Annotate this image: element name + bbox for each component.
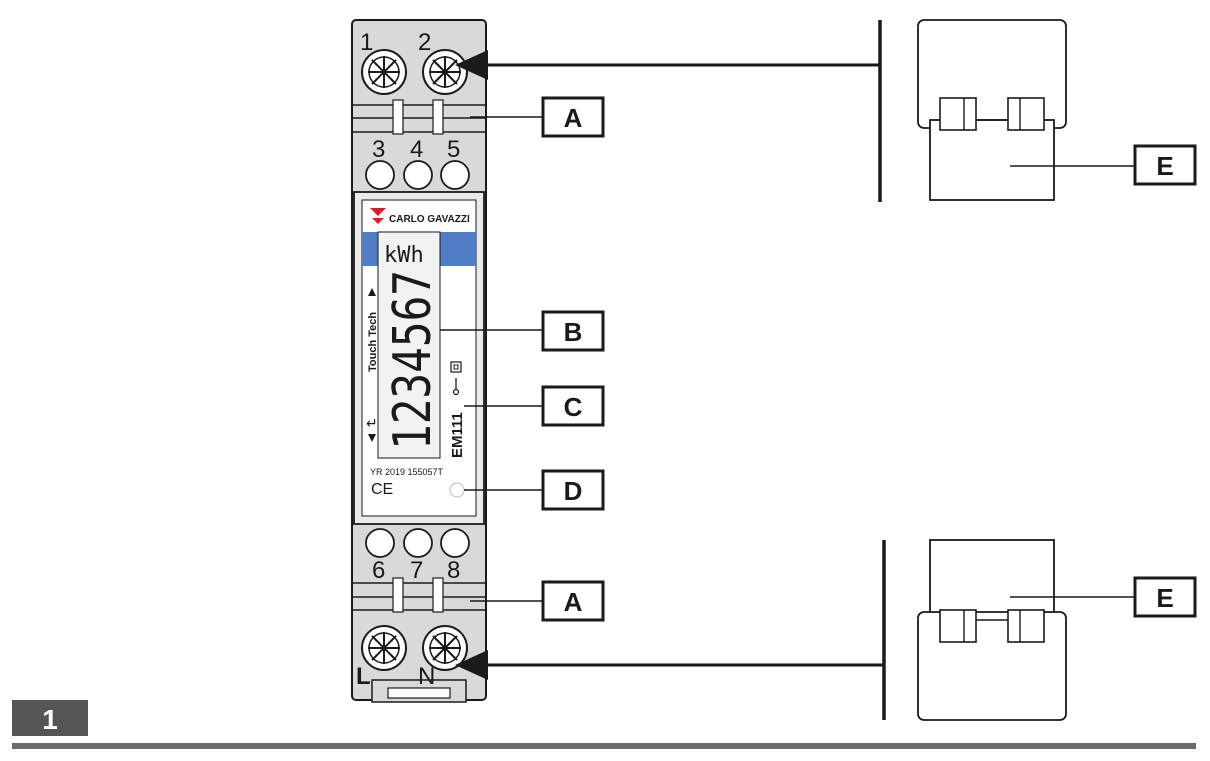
terminal-label-6: 6 (372, 557, 385, 584)
callout-a-top: A (470, 96, 605, 138)
screw-terminal-l (361, 625, 407, 671)
callout-d-label: D (564, 476, 583, 506)
callout-d: D (464, 469, 605, 511)
callout-b-label: B (564, 317, 583, 347)
contact-3 (365, 160, 395, 190)
terminal-label-7: 7 (410, 557, 423, 584)
figure-number: 1 (42, 704, 58, 735)
callout-e-bottom: E (1010, 576, 1197, 618)
terminal-label-5: 5 (447, 136, 460, 163)
brand-logo-icon (370, 208, 386, 216)
terminal-label-3: 3 (372, 136, 385, 163)
serial-number: YR 2019 155057T (370, 467, 444, 477)
contact-4 (403, 160, 433, 190)
touch-tech-label: Touch Tech (367, 312, 379, 372)
callout-c-label: C (564, 392, 583, 422)
screw-terminal-2 (422, 49, 468, 95)
arrow-down-icon (368, 434, 376, 442)
brand-name: CARLO GAVAZZI (389, 214, 470, 225)
contact-7 (403, 528, 433, 558)
energy-meter: 1 2 3 4 5 CARLO GAVAZZI kWh 1234567 Touc… (351, 19, 487, 703)
seal-cover-top (917, 19, 1067, 201)
callout-e-bottom-label: E (1156, 583, 1173, 613)
callout-e-top-label: E (1156, 151, 1173, 181)
enter-icon: ↵ (366, 415, 378, 431)
footer-rule (12, 743, 1196, 749)
screw-terminal-n (422, 625, 468, 671)
callout-a-bottom-label: A (564, 587, 583, 617)
double-insulation-icon (450, 361, 462, 373)
terminal-label-4: 4 (410, 136, 423, 163)
contact-6 (365, 528, 395, 558)
contact-8 (440, 528, 470, 558)
callout-c: C (464, 385, 605, 427)
callout-b: B (440, 310, 605, 352)
seal-cover-bottom (917, 539, 1067, 721)
pulse-led (449, 482, 465, 498)
lcd-display (377, 231, 441, 459)
lcd-value: 1234567 (383, 270, 443, 450)
callout-e-top: E (1010, 144, 1197, 186)
figure-number-badge: 1 (12, 700, 88, 736)
ce-mark: CE (371, 481, 393, 498)
terminal-label-n: N (418, 663, 435, 690)
terminal-label-8: 8 (447, 557, 460, 584)
top-insertion-arrow (455, 20, 882, 202)
screw-terminal-1 (361, 49, 407, 95)
lcd-unit: kWh (384, 243, 424, 268)
terminal-label-l: L (356, 663, 371, 690)
bottom-insertion-arrow (455, 540, 886, 720)
terminal-label-1: 1 (360, 29, 373, 56)
arrow-up-icon (368, 288, 376, 296)
contact-5 (440, 160, 470, 190)
model-label: EM111 (449, 412, 466, 458)
callout-a-top-label: A (564, 103, 583, 133)
terminal-label-2: 2 (418, 29, 431, 56)
callout-a-bottom: A (470, 580, 605, 622)
